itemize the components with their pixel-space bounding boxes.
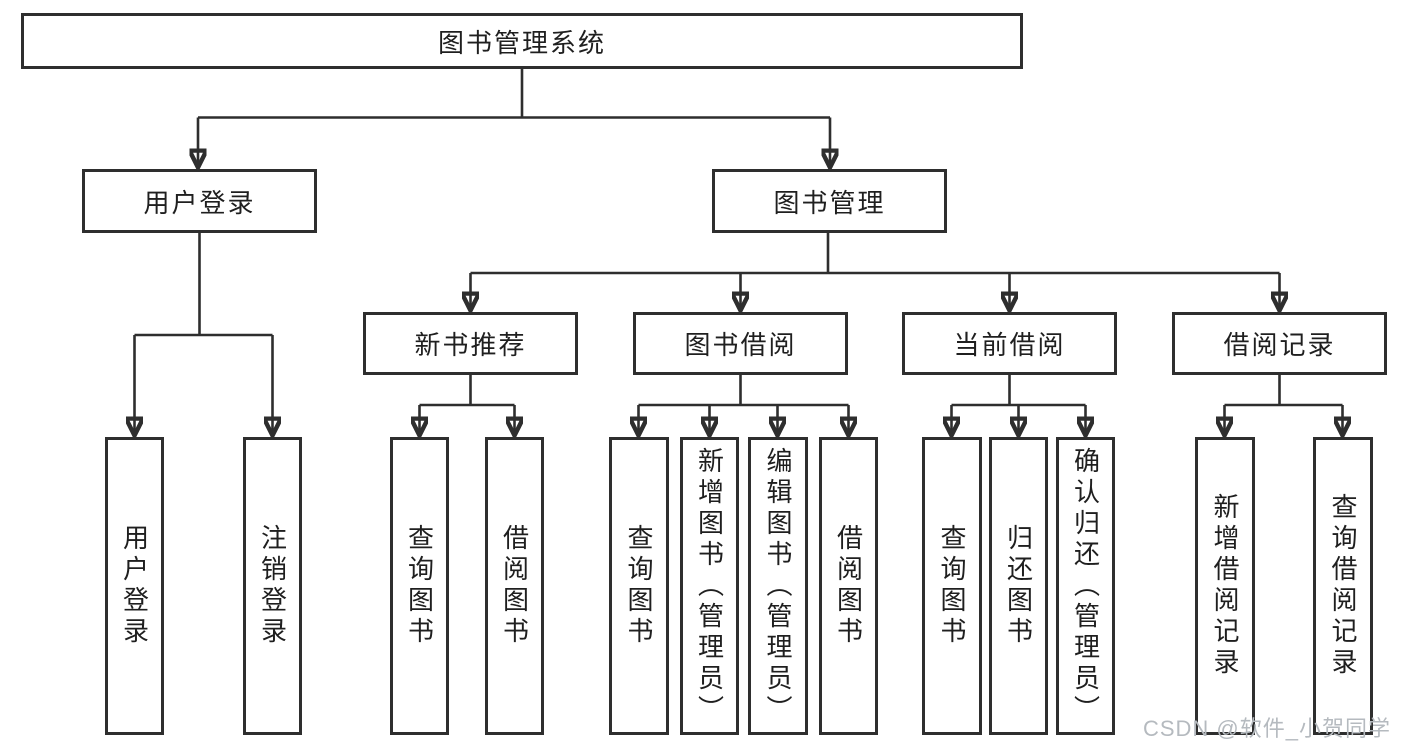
- node-book-borrow: 图书借阅: [633, 312, 848, 375]
- node-user-login: 用户登录: [82, 169, 317, 233]
- node-leaf-user-login: 用户登录: [105, 437, 164, 735]
- node-borrow-records: 借阅记录: [1172, 312, 1387, 375]
- edge-current-borrow-trunk: [951, 375, 1086, 407]
- node-leaf-edit-books-admin: 编辑图书（管理员）: [748, 437, 808, 735]
- edge-user-login-trunk: [134, 233, 273, 337]
- node-current-borrow: 当前借阅: [902, 312, 1117, 375]
- node-leaf-add-books-admin: 新增图书（管理员）: [680, 437, 739, 735]
- node-leaf-logout: 注销登录: [243, 437, 302, 735]
- node-new-book-recommend: 新书推荐: [363, 312, 578, 375]
- edge-root-trunk: [198, 69, 830, 119]
- node-leaf-query-books-recommend: 查询图书: [390, 437, 449, 735]
- edge-book-management-trunk: [470, 233, 1280, 275]
- node-leaf-return-books: 归还图书: [989, 437, 1048, 735]
- edge-borrow-records-trunk: [1224, 375, 1343, 407]
- node-leaf-confirm-return-admin: 确认归还（管理员）: [1056, 437, 1115, 735]
- node-leaf-borrow-books: 借阅图书: [819, 437, 878, 735]
- node-leaf-borrow-books-recommend: 借阅图书: [485, 437, 544, 735]
- edge-new-book-recommend-trunk: [419, 375, 515, 407]
- node-leaf-query-borrow-record: 查询借阅记录: [1313, 437, 1373, 735]
- node-book-management: 图书管理: [712, 169, 947, 233]
- csdn-watermark: CSDN @软件_小贺同学: [1142, 716, 1391, 741]
- node-leaf-query-books-current: 查询图书: [922, 437, 982, 735]
- node-leaf-query-books-borrow: 查询图书: [609, 437, 669, 735]
- node-root-system: 图书管理系统: [21, 13, 1023, 69]
- node-leaf-add-borrow-record: 新增借阅记录: [1195, 437, 1255, 735]
- edge-book-borrow-trunk: [638, 375, 849, 407]
